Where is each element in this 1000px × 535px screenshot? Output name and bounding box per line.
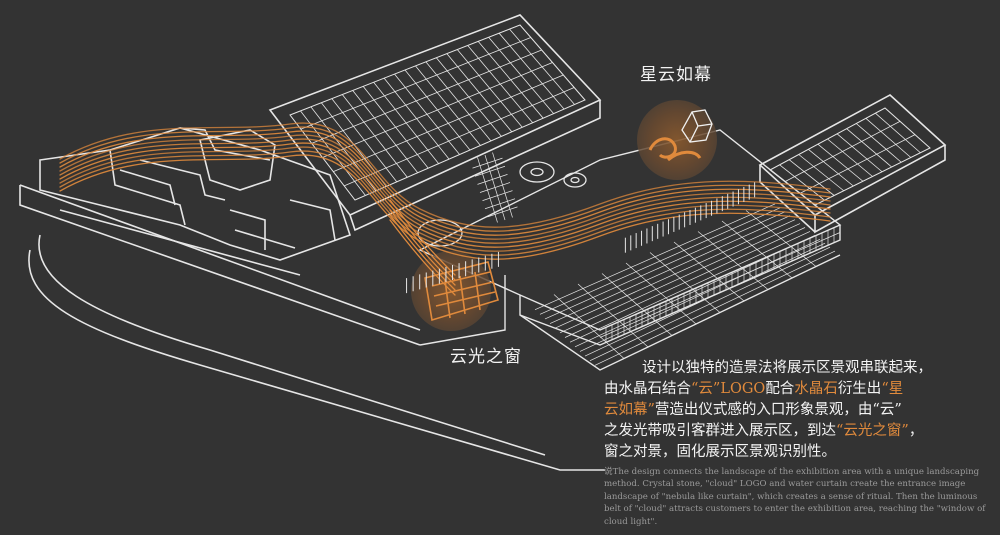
step-line — [673, 241, 745, 302]
desc-seg: 之发光带吸引客群进入展示区，到达 — [604, 423, 836, 439]
paving-line — [477, 174, 508, 185]
fountain-disc — [519, 161, 555, 183]
cloud-window-structure — [424, 261, 499, 322]
desc-highlight: “云光之窗” — [836, 423, 909, 439]
tower-grid-line — [799, 134, 916, 194]
light-ribbon — [59, 130, 831, 236]
tower-grid-line — [788, 159, 835, 196]
light-ribbon — [59, 122, 831, 228]
fountain-disc — [563, 172, 587, 188]
desc-seg: 由水晶石结合 — [604, 381, 691, 397]
paving-line — [484, 198, 516, 210]
light-ribbon — [389, 204, 456, 281]
right-block — [758, 94, 947, 234]
desc-line: 窗之对景，固化展示区景观识别性。 — [604, 444, 836, 460]
step-line — [577, 283, 649, 348]
tower-grid-line — [779, 164, 825, 201]
tower-grid-line — [836, 133, 883, 173]
tower-grid-line — [846, 128, 892, 168]
light-ribbon — [59, 154, 831, 260]
desc-seg: 衍生出 — [837, 381, 882, 397]
label-cloud-light-window: 云光之窗 — [450, 347, 522, 367]
step-line — [601, 273, 673, 336]
central-plaza — [418, 129, 842, 371]
tower-grid-line — [827, 138, 873, 177]
desc-line: 设计以独特的造景法将展示区景观串联起来， — [642, 360, 932, 376]
tower-grid-line — [865, 118, 912, 158]
paving-line — [487, 206, 518, 218]
step-line — [625, 262, 697, 325]
tower-grid-line — [798, 154, 845, 192]
desc-seg: 配合 — [765, 381, 795, 397]
roof-grid-line — [311, 49, 542, 144]
railing — [406, 182, 756, 294]
light-ribbon — [389, 219, 456, 296]
light-ribbon — [389, 214, 456, 291]
star-cloud-glow — [637, 100, 717, 180]
description-chinese: 设计以独特的造景法将展示区景观串联起来， 由水晶石结合“云”LOGO配合水晶石衍… — [604, 358, 986, 463]
step-line — [745, 210, 817, 267]
desc-seg: 营造出仪式感的入口形象景观，由“云” — [654, 402, 902, 418]
step-line — [697, 231, 769, 290]
paving-line — [479, 182, 511, 193]
paving-line — [482, 190, 513, 201]
label-star-cloud: 星云如幕 — [640, 65, 712, 85]
light-ribbon — [59, 146, 831, 252]
description-english: 说The design connects the landscape of th… — [604, 467, 986, 527]
desc-highlight: “星 — [881, 381, 904, 397]
light-ribbon — [59, 126, 831, 232]
light-ribbon — [59, 142, 831, 248]
main-hall — [268, 14, 602, 232]
cloud-logo-icon — [648, 137, 702, 162]
desc-highlight: 云如幕” — [604, 402, 655, 418]
step-line — [721, 220, 793, 279]
paving-line — [472, 157, 503, 169]
roof-grid-line — [322, 62, 553, 158]
site-boundary — [19, 184, 605, 471]
light-ribbon — [389, 209, 456, 286]
cloud-light-belt — [59, 122, 831, 296]
roof-grid-line — [344, 87, 575, 187]
tower-grid-line — [817, 143, 864, 182]
desc-highlight: “云”LOGO — [691, 381, 766, 397]
light-ribbon — [389, 199, 456, 276]
tower-grid-line — [875, 112, 921, 154]
tower-grid-line — [784, 120, 901, 183]
crystal-stone-icon — [681, 109, 713, 143]
left-building — [39, 127, 352, 276]
desc-highlight: 水晶石 — [794, 381, 838, 397]
paving-line — [474, 165, 506, 177]
tower-grid-line — [808, 149, 854, 187]
step-line — [553, 294, 625, 359]
desc-seg: ， — [908, 423, 924, 439]
roof-grid-line — [333, 74, 564, 173]
step-line — [649, 252, 721, 313]
roof-grid-line — [300, 37, 531, 130]
light-ribbon — [59, 138, 831, 244]
paving-line — [599, 232, 841, 338]
light-ribbon — [59, 134, 831, 240]
tower-grid-line — [855, 123, 902, 163]
